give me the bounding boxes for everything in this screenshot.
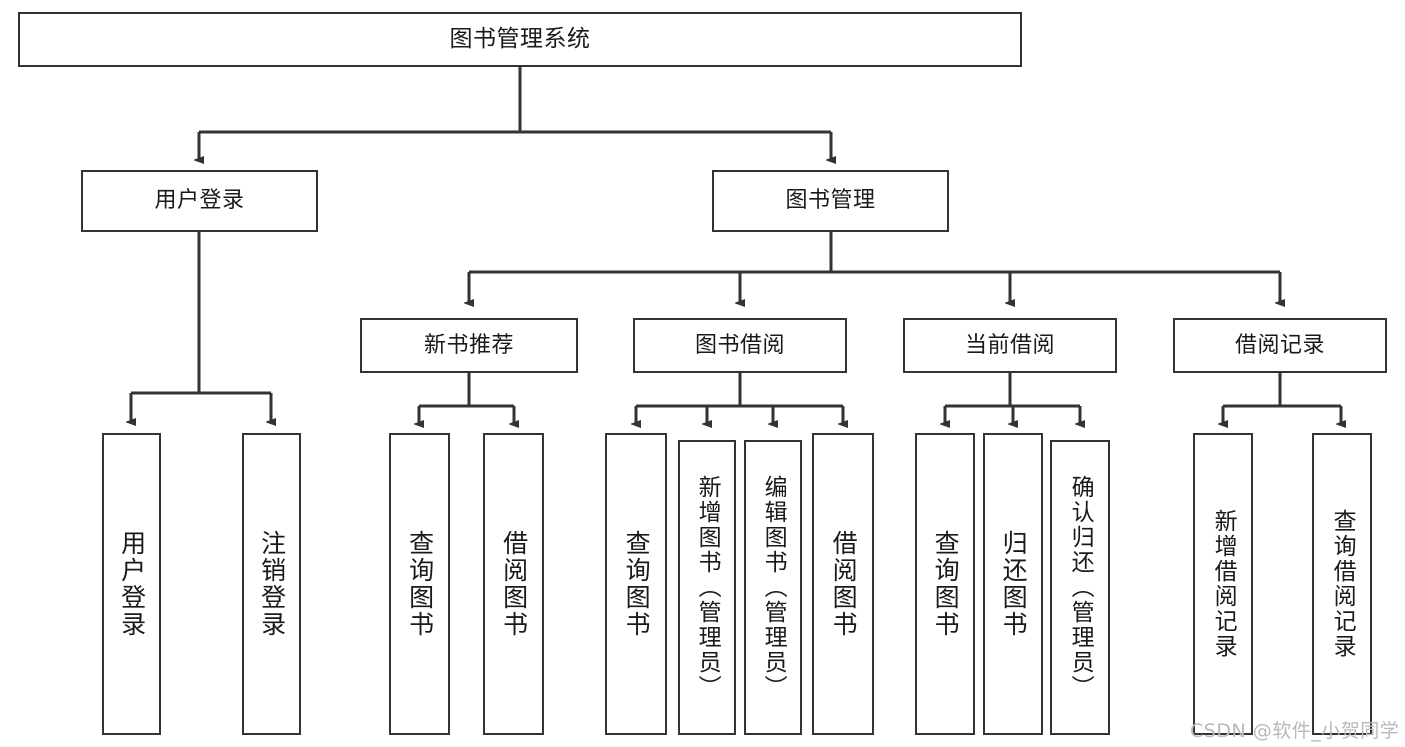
- node-leaf-add-borrow-record[interactable]: 新增借阅记录: [1193, 433, 1253, 735]
- node-label: 借阅图书: [829, 530, 859, 638]
- node-leaf-add-book[interactable]: 新增图书（管理员）: [678, 440, 736, 735]
- node-label: 用户登录: [117, 530, 147, 638]
- node-user-login[interactable]: 用户登录: [81, 170, 318, 232]
- node-label: 图书借阅: [694, 332, 785, 358]
- node-leaf-user-login[interactable]: 用户登录: [102, 433, 161, 735]
- node-book-borrow[interactable]: 图书借阅: [633, 318, 847, 373]
- node-leaf-query-borrow-record[interactable]: 查询借阅记录: [1312, 433, 1372, 735]
- node-label: 新增图书（管理员）: [694, 475, 721, 700]
- node-label: 编辑图书（管理员）: [760, 475, 787, 700]
- watermark-text: CSDN @软件_小贺同学: [1190, 720, 1400, 742]
- node-leaf-query-book-current[interactable]: 查询图书: [915, 433, 975, 735]
- node-label: 查询图书: [405, 530, 435, 638]
- node-leaf-user-logout[interactable]: 注销登录: [242, 433, 301, 735]
- node-leaf-borrow-book-recommend[interactable]: 借阅图书: [483, 433, 544, 735]
- node-label: 注销登录: [257, 530, 287, 638]
- node-label: 用户登录: [154, 188, 245, 214]
- node-book-management[interactable]: 图书管理: [712, 170, 949, 232]
- node-root-book-management-system[interactable]: 图书管理系统: [18, 12, 1022, 67]
- node-label: 查询图书: [622, 530, 652, 638]
- node-label: 新书推荐: [423, 332, 514, 358]
- node-current-borrow[interactable]: 当前借阅: [903, 318, 1117, 373]
- node-borrow-record[interactable]: 借阅记录: [1173, 318, 1387, 373]
- node-leaf-return-book[interactable]: 归还图书: [983, 433, 1043, 735]
- node-label: 图书管理系统: [449, 25, 591, 52]
- node-label: 归还图书: [999, 530, 1029, 638]
- node-new-book-recommend[interactable]: 新书推荐: [360, 318, 578, 373]
- node-label: 借阅图书: [499, 530, 529, 638]
- node-label: 查询图书: [931, 530, 961, 638]
- node-leaf-borrow-book[interactable]: 借阅图书: [812, 433, 874, 735]
- node-label: 确认归还（管理员）: [1067, 475, 1094, 700]
- node-label: 新增借阅记录: [1210, 509, 1237, 659]
- node-label: 图书管理: [785, 188, 876, 214]
- node-leaf-query-book-recommend[interactable]: 查询图书: [389, 433, 450, 735]
- node-leaf-confirm-return[interactable]: 确认归还（管理员）: [1050, 440, 1110, 735]
- node-leaf-edit-book[interactable]: 编辑图书（管理员）: [744, 440, 802, 735]
- node-label: 借阅记录: [1234, 332, 1325, 358]
- node-label: 当前借阅: [964, 332, 1055, 358]
- node-label: 查询借阅记录: [1329, 509, 1356, 659]
- node-leaf-query-book-borrow[interactable]: 查询图书: [605, 433, 667, 735]
